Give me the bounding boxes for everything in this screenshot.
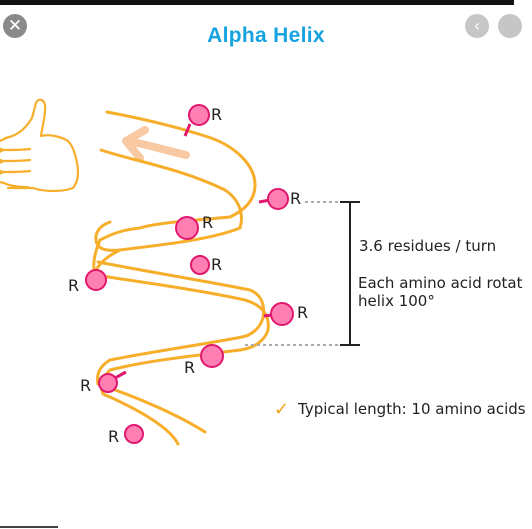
page-title: Alpha Helix: [207, 24, 325, 47]
residue-3: R: [175, 213, 213, 240]
residue-6: R: [263, 302, 308, 326]
typical-length-label: Typical length: 10 amino acids: [297, 400, 526, 418]
residue-label: R: [108, 427, 119, 446]
residue-label: R: [80, 376, 91, 395]
turn-bracket: [245, 201, 360, 346]
bottom-divider: [0, 526, 58, 528]
back-arrow-icon[interactable]: ‹: [465, 14, 489, 38]
residue-group: R R R R R R R R: [68, 104, 308, 446]
residue-9: R: [108, 424, 144, 446]
close-icon[interactable]: ✕: [3, 14, 27, 38]
residue-1: R: [183, 104, 222, 137]
residue-label: R: [290, 189, 301, 208]
residue-label: R: [211, 105, 222, 124]
rotation-label-line2: helix 100°: [358, 292, 435, 310]
residue-4: R: [190, 255, 222, 275]
residue-label: R: [68, 276, 79, 295]
helix-ribbon: [92, 110, 270, 446]
residue-label: R: [211, 255, 222, 274]
residue-5: R: [68, 269, 107, 295]
residue-2: R: [258, 188, 301, 210]
alpha-helix-diagram: R R R R R R R R: [0, 98, 526, 446]
thumbs-up-hand-icon: [0, 98, 80, 193]
residue-8: R: [80, 370, 127, 395]
left-arrow-icon: [122, 126, 190, 162]
residue-label: R: [184, 358, 195, 377]
rotation-label-line1: Each amino acid rotat: [358, 274, 523, 292]
checkmark-icon: ✓: [274, 399, 289, 420]
residues-per-turn-label: 3.6 residues / turn: [359, 237, 496, 255]
residue-label: R: [297, 303, 308, 322]
residue-7: R: [184, 344, 224, 377]
top-bar: [0, 0, 514, 5]
forward-arrow-icon[interactable]: [498, 14, 522, 38]
residue-label: R: [202, 213, 213, 232]
